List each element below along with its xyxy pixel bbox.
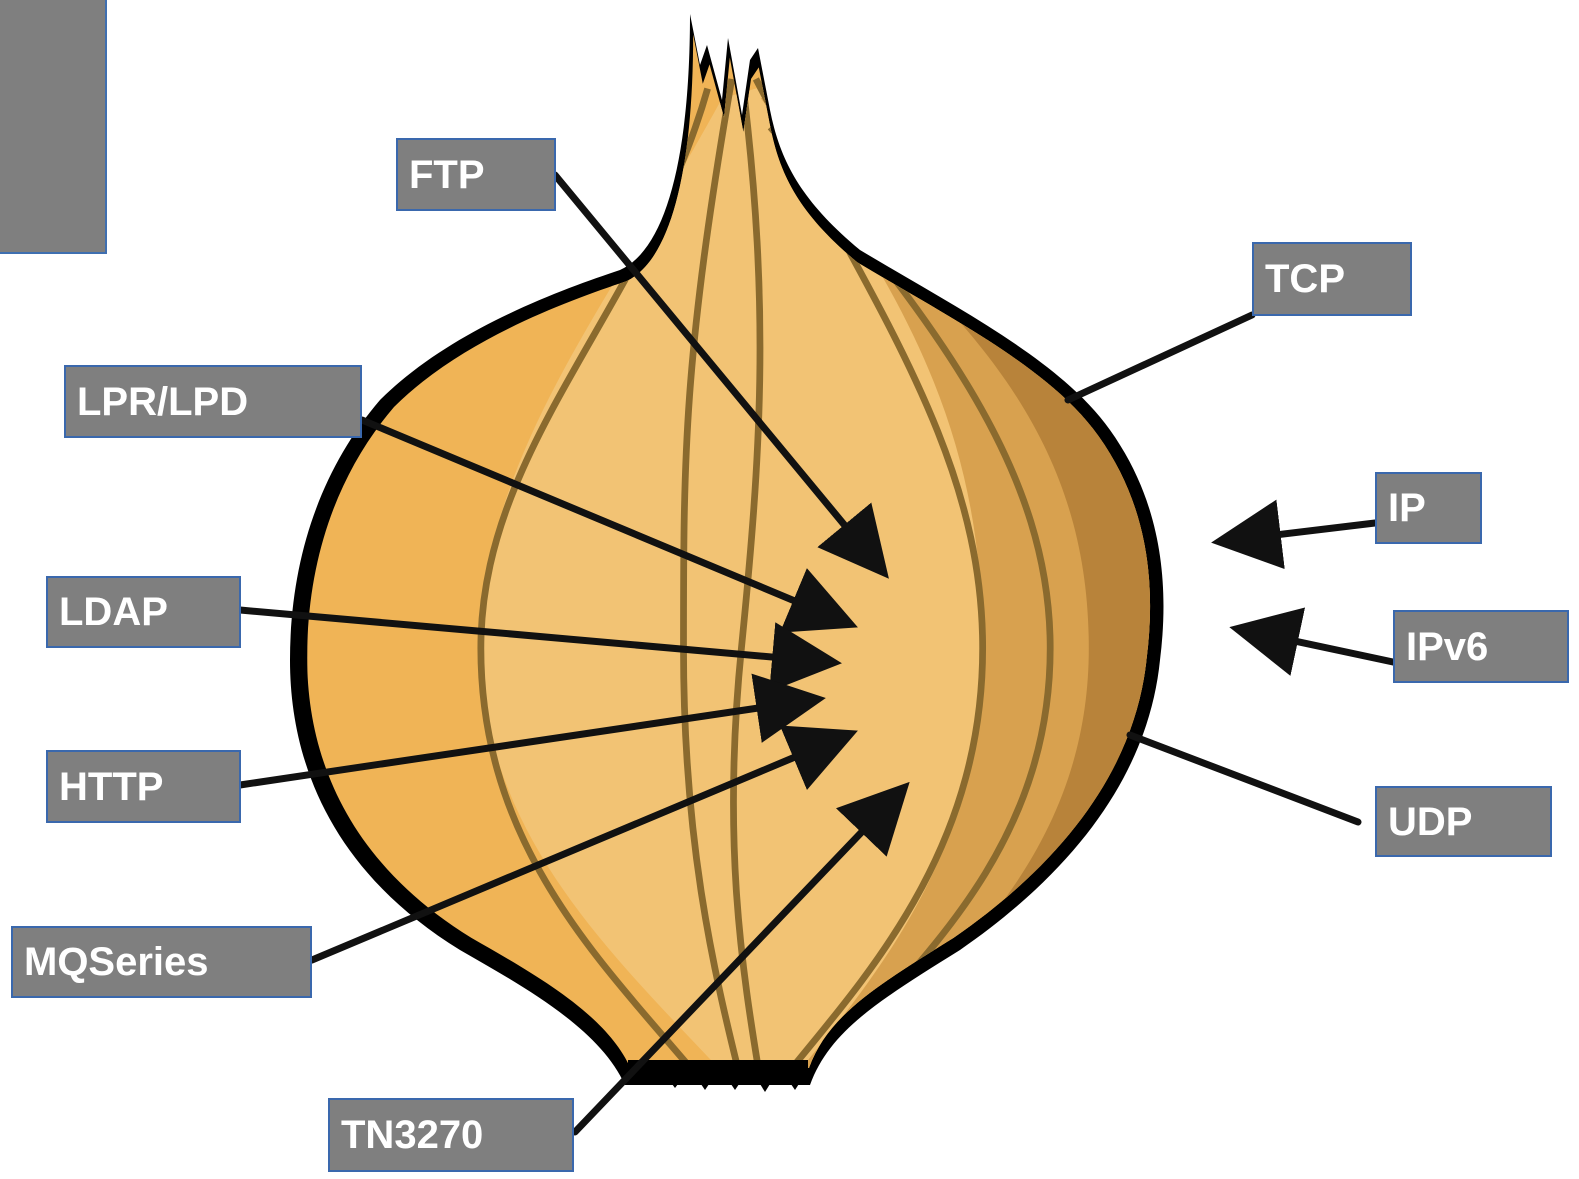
- arrow-ip: [1225, 523, 1375, 541]
- label-ipv6: IPv6: [1393, 610, 1569, 683]
- label-udp: UDP: [1375, 786, 1552, 857]
- label-mqseries: MQSeries: [11, 926, 312, 998]
- label-tn3270: TN3270: [328, 1098, 574, 1172]
- arrow-udp: [1130, 735, 1358, 822]
- label-lpr-lpd: LPR/LPD: [64, 365, 362, 438]
- label-ip: IP: [1375, 472, 1482, 544]
- label-ftp: FTP: [396, 138, 556, 211]
- arrow-tcp: [1068, 315, 1252, 400]
- label-ldap: LDAP: [46, 576, 241, 648]
- arrow-ipv6: [1243, 630, 1393, 662]
- label-http: HTTP: [46, 750, 241, 823]
- label-tcp: TCP: [1252, 242, 1412, 316]
